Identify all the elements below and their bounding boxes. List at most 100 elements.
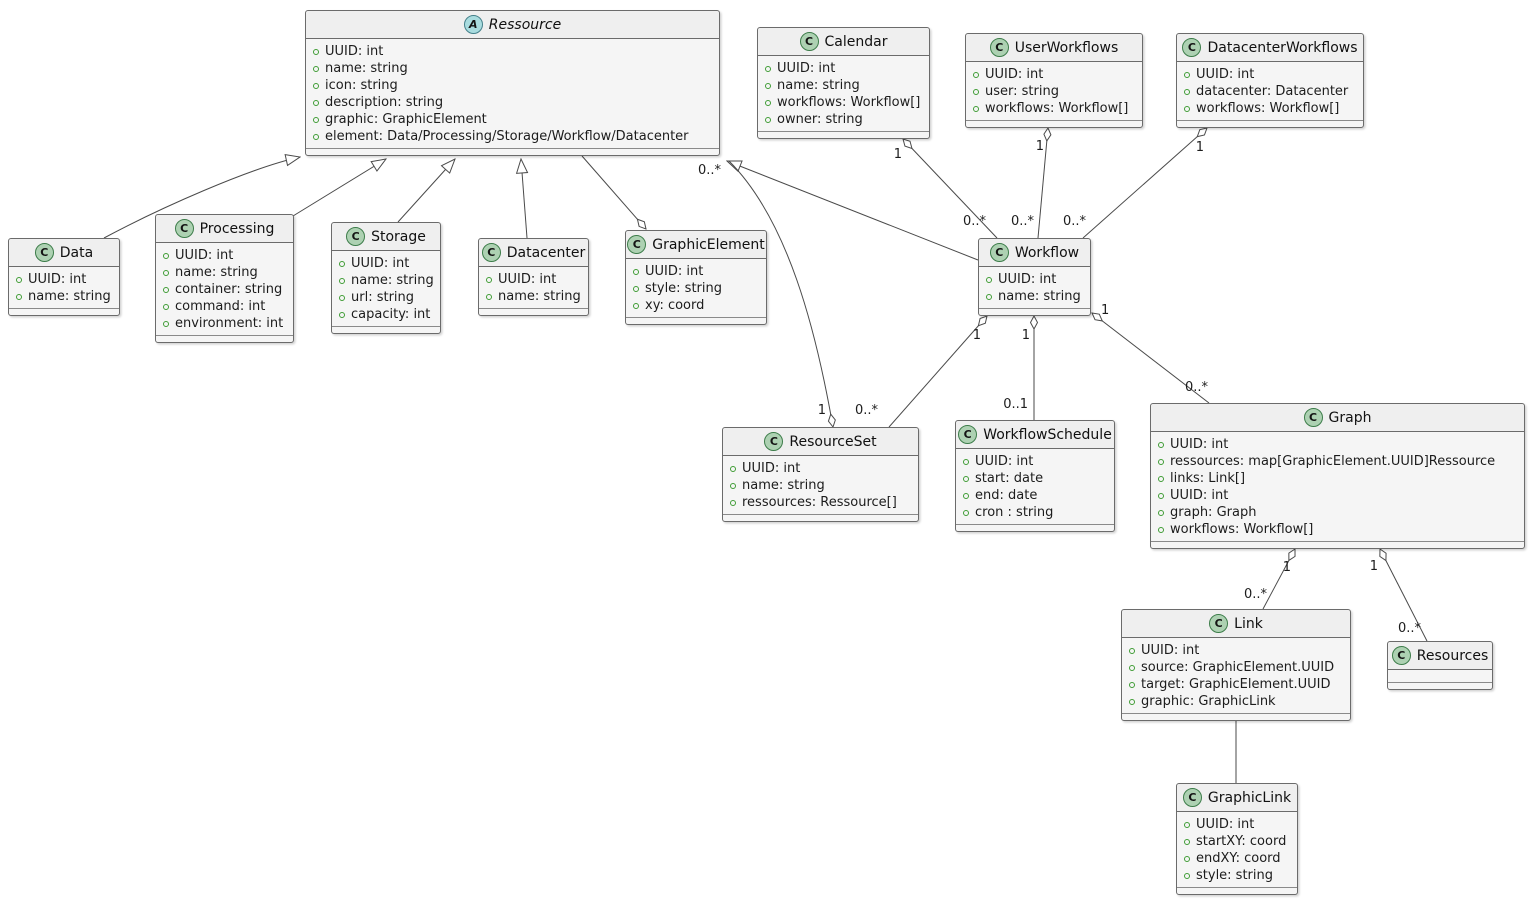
class-name: Workflow [1014, 244, 1080, 261]
field-visibility-icon [1158, 458, 1164, 465]
attribute-row: graphic: GraphicElement [306, 111, 719, 128]
field-visibility-icon [1129, 664, 1135, 671]
attribute-row: ressources: Ressource[] [723, 494, 918, 511]
attribute-row: workflows: Workflow[] [1151, 521, 1524, 538]
attribute-text: description: string [325, 95, 444, 110]
class-icon: C [958, 425, 978, 444]
edge-processing-extends-ressource [292, 159, 386, 217]
edge-datacenterworkflows-workflow [1082, 128, 1207, 239]
class-icon: C [1303, 408, 1323, 427]
field-visibility-icon [1158, 509, 1164, 516]
class-name: Resources [1416, 647, 1489, 664]
field-visibility-icon [986, 276, 992, 283]
field-visibility-icon [730, 465, 736, 472]
multiplicity-label: 0..* [1011, 214, 1035, 229]
edge-datacenter-extends-ressource [521, 159, 527, 239]
field-visibility-icon [163, 269, 169, 276]
attribute-row: UUID: int [758, 60, 929, 77]
edge-workflow-extends-ressource [727, 161, 979, 261]
attribute-row: UUID: int [9, 271, 119, 288]
class-icon: C [346, 227, 366, 246]
field-visibility-icon [1158, 475, 1164, 482]
attribute-text: graphic: GraphicLink [1141, 694, 1276, 709]
class-name: Data [59, 244, 94, 261]
attribute-text: links: Link[] [1170, 471, 1246, 486]
attribute-row: UUID: int [966, 66, 1142, 83]
attribute-text: UUID: int [28, 272, 87, 287]
class-name: DatacenterWorkflows [1207, 39, 1358, 56]
field-visibility-icon [486, 276, 492, 283]
attribute-text: name: string [742, 478, 825, 493]
methods-compartment [1388, 683, 1492, 689]
methods-compartment [306, 149, 719, 155]
attribute-row: name: string [723, 477, 918, 494]
methods-compartment [626, 318, 766, 324]
attribute-text: icon: string [325, 78, 398, 93]
attribute-text: container: string [175, 282, 283, 297]
attribute-text: UUID: int [1196, 817, 1255, 832]
multiplicity-label: 0..* [963, 214, 987, 229]
attribute-text: name: string [777, 78, 860, 93]
class-title: C Graph [1151, 404, 1524, 432]
field-visibility-icon [1184, 821, 1190, 828]
multiplicity-label: 1 [1283, 560, 1291, 575]
attribute-row: name: string [9, 288, 119, 305]
attribute-row: container: string [156, 281, 293, 298]
attribute-text: UUID: int [975, 454, 1034, 469]
attribute-row: user: string [966, 83, 1142, 100]
attribute-row: end: date [956, 487, 1114, 504]
class-name: Ressource [488, 16, 562, 33]
multiplicity-label: 1 [1196, 140, 1204, 155]
attribute-text: UUID: int [998, 272, 1057, 287]
field-visibility-icon [765, 82, 771, 89]
field-visibility-icon [963, 492, 969, 499]
attribute-row: source: GraphicElement.UUID [1122, 659, 1350, 676]
attribute-text: UUID: int [645, 264, 704, 279]
field-visibility-icon [1184, 872, 1190, 879]
field-visibility-icon [339, 277, 345, 284]
field-visibility-icon [765, 99, 771, 106]
attribute-text: UUID: int [985, 67, 1044, 82]
multiplicity-label: 1 [1101, 303, 1109, 318]
attribute-row: endXY: coord [1177, 850, 1297, 867]
class-icon: C [989, 38, 1009, 57]
multiplicity-label: 1 [1022, 328, 1030, 343]
class-name: GraphicElement [652, 236, 765, 253]
class-name: Datacenter [506, 244, 586, 261]
field-visibility-icon [1184, 71, 1190, 78]
edge-data-extends-ressource [103, 157, 300, 239]
attribute-row: url: string [332, 289, 440, 306]
class-name: Processing [199, 220, 275, 237]
field-visibility-icon [1158, 441, 1164, 448]
attribute-row: UUID: int [156, 247, 293, 264]
field-visibility-icon [313, 82, 319, 89]
methods-compartment [966, 121, 1142, 127]
field-visibility-icon [163, 286, 169, 293]
field-visibility-icon [339, 294, 345, 301]
methods-compartment [956, 525, 1114, 531]
multiplicity-label: 0..* [698, 163, 722, 178]
field-visibility-icon [1158, 492, 1164, 499]
field-visibility-icon [986, 293, 992, 300]
field-visibility-icon [16, 276, 22, 283]
class-name: Graph [1328, 409, 1372, 426]
attribute-text: user: string [985, 84, 1059, 99]
field-visibility-icon [973, 105, 979, 112]
attribute-row: UUID: int [306, 43, 719, 60]
